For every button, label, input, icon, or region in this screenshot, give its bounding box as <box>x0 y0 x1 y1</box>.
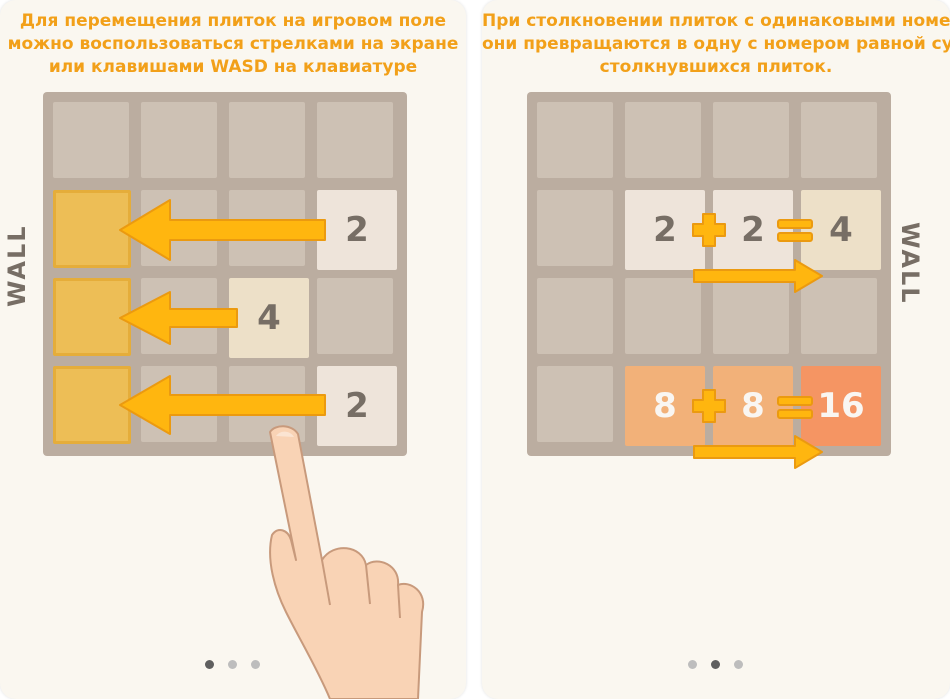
page-dot-2[interactable] <box>228 660 237 669</box>
page-dot-2[interactable] <box>711 660 720 669</box>
grid-cell <box>801 278 877 354</box>
merge-tile-b: 8 <box>713 366 793 446</box>
merge-result-tile: 16 <box>801 366 881 446</box>
page-dot-1[interactable] <box>688 660 697 669</box>
page-dot-3[interactable] <box>734 660 743 669</box>
wall-block <box>53 278 131 356</box>
merge-result-tile: 4 <box>801 190 881 270</box>
grid-cell <box>317 278 393 354</box>
wall-block <box>53 366 131 444</box>
grid-cell <box>537 190 613 266</box>
page-dot-3[interactable] <box>251 660 260 669</box>
game-board-left: 2 4 2 <box>43 92 407 456</box>
grid-cell <box>713 102 789 178</box>
page-dot-1[interactable] <box>205 660 214 669</box>
merge-tile-b: 2 <box>713 190 793 270</box>
grid-cell <box>713 278 789 354</box>
move-instruction-text: Для перемещения плиток на игровом поле м… <box>0 10 466 79</box>
instruction-line: столкнувшихся плиток. <box>599 57 833 77</box>
grid-cell <box>317 102 393 178</box>
tile-4: 4 <box>229 278 309 358</box>
pagination-dots <box>688 660 743 669</box>
instruction-line: или клавишами WASD на клавиатуре <box>48 57 418 77</box>
instruction-line: Для перемещения плиток на игровом поле <box>19 11 447 31</box>
tile-2: 2 <box>317 366 397 446</box>
grid-cell <box>537 278 613 354</box>
grid-cell <box>141 102 217 178</box>
instruction-line: они превращаются в одну с номером равной… <box>482 34 950 54</box>
instruction-line: можно воспользоваться стрелками на экран… <box>7 34 459 54</box>
grid-cell <box>229 102 305 178</box>
grid-cell <box>141 366 217 442</box>
grid-cell <box>53 102 129 178</box>
wall-block <box>53 190 131 268</box>
grid-cell <box>625 102 701 178</box>
grid-cell <box>625 278 701 354</box>
wall-label-right: WALL <box>896 222 924 305</box>
merge-instruction-text: При столкновении плиток с одинаковыми но… <box>482 10 950 79</box>
pagination-dots <box>205 660 260 669</box>
game-board-right: 2 2 4 8 8 16 <box>527 92 891 456</box>
tile-2: 2 <box>317 190 397 270</box>
grid-cell <box>229 366 305 442</box>
grid-cell <box>801 102 877 178</box>
wall-label-left: WALL <box>3 224 31 307</box>
grid-cell <box>229 190 305 266</box>
merge-tile-a: 2 <box>625 190 705 270</box>
grid-cell <box>141 278 217 354</box>
grid-cell <box>537 366 613 442</box>
grid-cell <box>141 190 217 266</box>
merge-tile-a: 8 <box>625 366 705 446</box>
instruction-line: При столкновении плиток с одинаковыми но… <box>482 11 950 31</box>
grid-cell <box>537 102 613 178</box>
